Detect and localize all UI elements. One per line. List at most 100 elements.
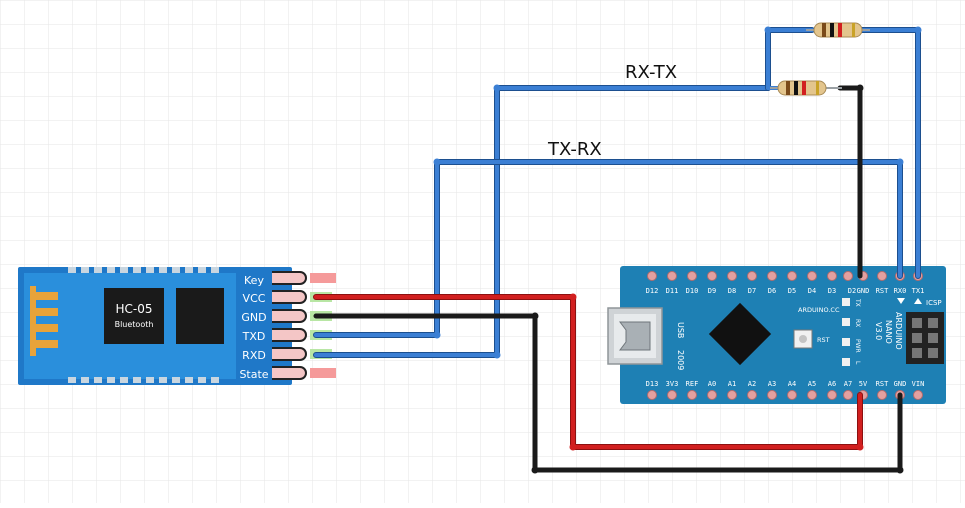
- nano-board: [620, 266, 946, 404]
- pin-d12: D12: [646, 287, 659, 295]
- label-tx-rx: TX-RX: [547, 139, 602, 160]
- hc05-pad: [94, 377, 102, 383]
- pin-d8: D8: [728, 287, 736, 295]
- hc05-pad: [81, 267, 89, 273]
- pin-d9: D9: [708, 287, 716, 295]
- led-label-tx: TX: [854, 298, 861, 307]
- hc05-pad: [133, 377, 141, 383]
- icsp-header: [906, 312, 944, 364]
- pin-a6: A6: [828, 380, 836, 388]
- usb-port-icon: [619, 321, 651, 351]
- nano-pin-pad: [787, 390, 797, 400]
- usb-label: USB: [676, 322, 685, 338]
- hc05-pad: [146, 267, 154, 273]
- hc05-pad: [107, 267, 115, 273]
- led-l: [842, 358, 850, 366]
- pin-rst-bottom: RST: [876, 380, 889, 388]
- hc05-pad: [172, 267, 180, 273]
- pin-a7: A7: [844, 380, 852, 388]
- pin-label-state: State: [239, 368, 268, 381]
- resistor-top: [806, 22, 870, 38]
- nano-pin-pad: [707, 390, 717, 400]
- status-leds: TX RX PWR L: [842, 298, 861, 366]
- pin-d2: D2: [848, 287, 856, 295]
- pin-d10: D10: [686, 287, 699, 295]
- nano-pin-pad: [727, 271, 737, 281]
- brand-label: ARDUINO.CC: [798, 306, 840, 314]
- hc05-name: HC-05: [115, 302, 152, 316]
- pin-label-gnd: GND: [241, 311, 266, 324]
- board-year: 2009: [676, 350, 685, 370]
- nano-pin-pad: [807, 390, 817, 400]
- pin-a0: A0: [708, 380, 716, 388]
- nano-pin-pad: [747, 390, 757, 400]
- nano-pin-pad: [727, 390, 737, 400]
- bluetooth-chip: [104, 288, 164, 344]
- reset-label: RST: [817, 336, 830, 344]
- resistor-bottom: [770, 80, 842, 96]
- pin-rx0: RX0: [894, 287, 907, 295]
- hc05-pad: [68, 377, 76, 383]
- reset-button-cap-icon: [799, 335, 807, 343]
- nano-pin-pad: [843, 390, 853, 400]
- hc05-pad: [185, 377, 193, 383]
- nano-pin-pad: [747, 271, 757, 281]
- nano-pin-pad: [647, 390, 657, 400]
- pin-d5: D5: [788, 287, 796, 295]
- hc05-pad: [81, 377, 89, 383]
- led-rx: [842, 318, 850, 326]
- hc05-pad: [211, 377, 219, 383]
- hc05-pad: [159, 267, 167, 273]
- nano-top-pin-labels: D12 D11 D10 D9 D8 D7 D6 D5 D4 D3 D2 GND …: [646, 287, 925, 295]
- pin-a3: A3: [768, 380, 776, 388]
- pin-d11: D11: [666, 287, 679, 295]
- tx-arrow-icon: [914, 298, 922, 304]
- usb-connector: [607, 307, 663, 365]
- wire-rx-tx: [314, 86, 770, 357]
- model-line-2: NANO: [884, 320, 893, 344]
- pin-a4: A4: [788, 380, 796, 388]
- hc05-pad: [120, 267, 128, 273]
- nano-pin-pad: [707, 271, 717, 281]
- nano-pin-pad: [647, 271, 657, 281]
- antenna-feed: [30, 286, 36, 356]
- pin-label-rxd: RXD: [242, 349, 266, 362]
- nano-pin-pad: [767, 271, 777, 281]
- rx-arrow-icon: [897, 298, 905, 304]
- led-tx: [842, 298, 850, 306]
- pin-rst-top: RST: [876, 287, 889, 295]
- hc05-pad: [185, 267, 193, 273]
- led-label-l: L: [854, 361, 861, 365]
- pin-label-txd: TXD: [242, 330, 266, 343]
- pin-d6: D6: [768, 287, 776, 295]
- led-label-rx: RX: [854, 319, 861, 327]
- led-pwr: [842, 338, 850, 346]
- pin-a2: A2: [748, 380, 756, 388]
- nano-pin-pad: [843, 271, 853, 281]
- pin-d4: D4: [808, 287, 816, 295]
- nano-bottom-pin-labels: D13 3V3 REF A0 A1 A2 A3 A4 A5 A6 A7 5V R…: [646, 380, 925, 388]
- nano-pin-pad: [807, 271, 817, 281]
- label-rx-tx: RX-TX: [625, 62, 677, 83]
- hc05-module: HC-05 Bluetooth Key VCC GND TXD RXD Stat…: [18, 267, 336, 385]
- mcu-chip: [708, 302, 772, 366]
- arduino-nano: D12 D11 D10 D9 D8 D7 D6 D5 D4 D3 D2 GND …: [607, 266, 946, 404]
- nano-pin-pad: [787, 271, 797, 281]
- nano-pin-pad: [687, 390, 697, 400]
- hc05-pad: [198, 267, 206, 273]
- nano-pin-pad: [667, 271, 677, 281]
- hc05-pad: [68, 267, 76, 273]
- nano-pin-pad: [877, 271, 887, 281]
- nano-pin-pad: [827, 271, 837, 281]
- pin-5v: 5V: [859, 380, 868, 388]
- hc05-pin-labels: Key VCC GND TXD RXD State: [239, 274, 268, 381]
- model-line-1: ARDUINO: [894, 312, 903, 350]
- hc05-edge-pads: [68, 267, 219, 383]
- icsp-label: ICSP: [926, 299, 942, 307]
- pin-tx1: TX1: [912, 287, 925, 295]
- hc05-pad: [159, 377, 167, 383]
- hc05-pad: [94, 267, 102, 273]
- pin-vin: VIN: [912, 380, 925, 388]
